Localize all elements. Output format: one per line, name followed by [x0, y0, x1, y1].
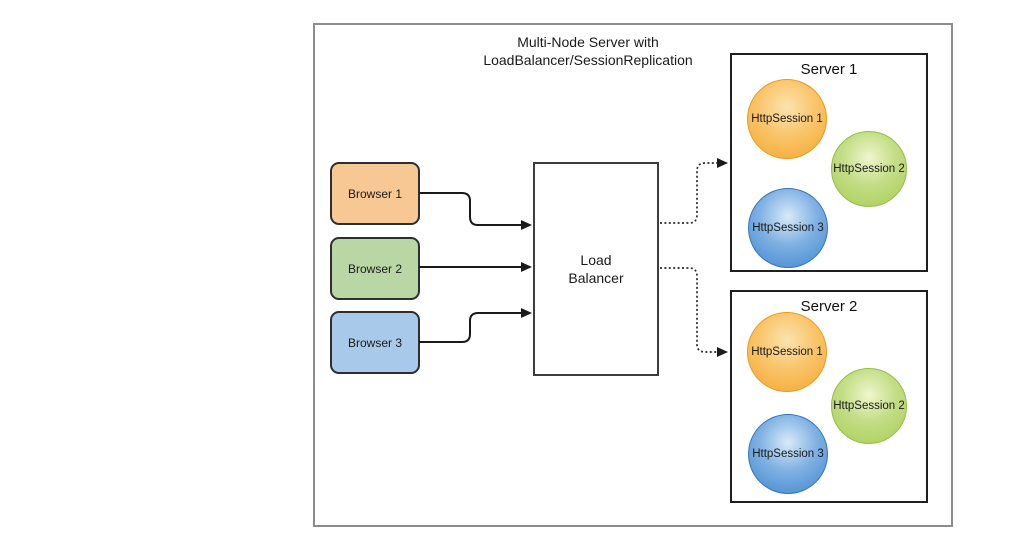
browser-2-label: Browser 2 [347, 261, 403, 276]
diagram-title: Multi-Node Server with LoadBalancer/Sess… [413, 33, 763, 69]
browser-3-node: Browser 3 [330, 311, 420, 374]
server-1-panel: Server 1 HttpSession 1 HttpSession 2 Htt… [730, 53, 928, 272]
diagram-title-line2: LoadBalancer/SessionReplication [483, 52, 693, 68]
server-2-panel: Server 2 HttpSession 1 HttpSession 2 Htt… [730, 290, 928, 503]
server-2-title: Server 2 [800, 298, 858, 315]
server-1-httpsession-1-label: HttpSession 1 [751, 113, 823, 125]
server-1-httpsession-1-circle: HttpSession 1 [747, 79, 827, 159]
server-2-httpsession-3-label: HttpSession 3 [752, 448, 824, 460]
browser-2-node: Browser 2 [330, 237, 420, 300]
server-2-httpsession-1-label: HttpSession 1 [751, 346, 823, 358]
server-2-httpsession-1-circle: HttpSession 1 [747, 312, 827, 392]
browser-1-label: Browser 1 [347, 186, 403, 201]
server-1-httpsession-2-label: HttpSession 2 [833, 163, 905, 175]
load-balancer-node: Load Balancer [533, 162, 659, 376]
server-1-httpsession-3-label: HttpSession 3 [752, 222, 824, 234]
server-1-title: Server 1 [800, 61, 858, 78]
server-2-httpsession-3-circle: HttpSession 3 [748, 414, 828, 494]
browser-3-label: Browser 3 [347, 335, 403, 350]
load-balancer-label-line1: Load [580, 252, 612, 268]
server-2-httpsession-2-label: HttpSession 2 [833, 400, 905, 412]
server-1-httpsession-3-circle: HttpSession 3 [748, 188, 828, 268]
load-balancer-label-line2: Balancer [568, 270, 624, 286]
diagram-title-line1: Multi-Node Server with [517, 34, 659, 50]
server-1-httpsession-2-circle: HttpSession 2 [831, 131, 907, 207]
server-2-httpsession-2-circle: HttpSession 2 [831, 368, 907, 444]
browser-1-node: Browser 1 [330, 162, 420, 225]
